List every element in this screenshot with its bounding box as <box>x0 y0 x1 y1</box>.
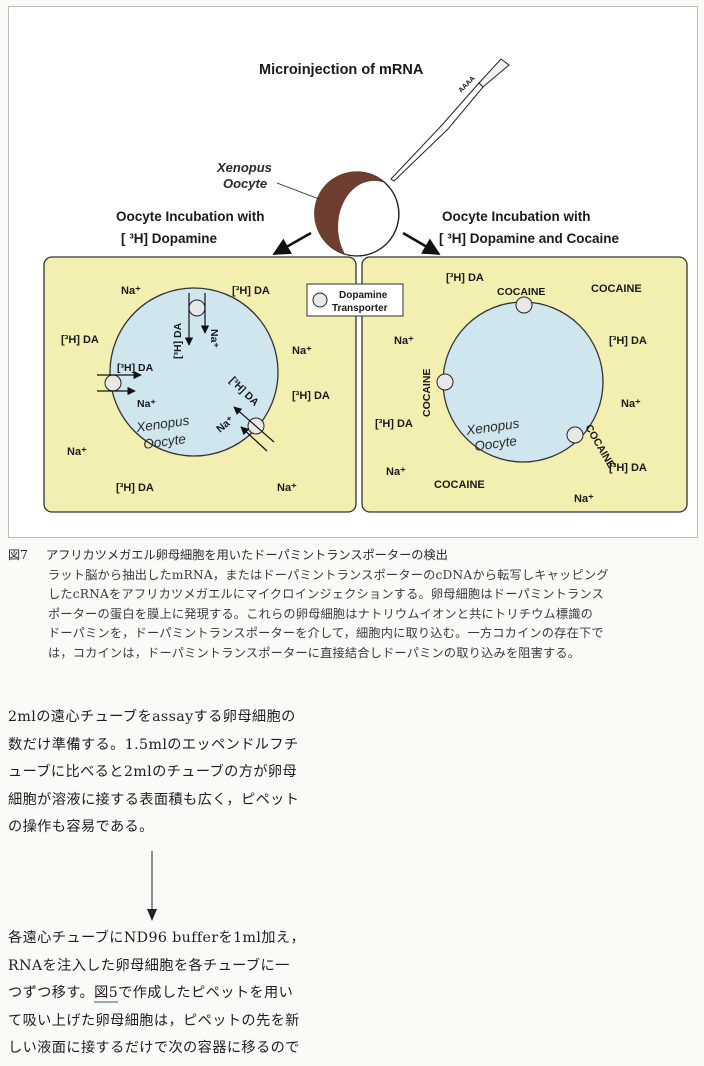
da-label: [³H] DA <box>116 482 154 494</box>
step-line: しい液面に接するだけで次の容器に移るので <box>8 1040 300 1056</box>
right-heading-line1: Oocyte Incubation with <box>442 209 591 224</box>
na-ion-label: Na⁺ <box>277 482 297 494</box>
figure-frame: Microinjection of mRNA AAAA Xenopus Oocy… <box>8 6 698 538</box>
left-heading-line1: Oocyte Incubation with <box>116 209 265 224</box>
oocyte-label-line1: Xenopus <box>216 160 272 175</box>
transporter-diagram: Microinjection of mRNA AAAA Xenopus Oocy… <box>43 58 688 513</box>
step-line: て吸い上げた卵母細胞は，ピペットの先を新 <box>8 1012 300 1029</box>
transporter-dot <box>104 374 122 392</box>
step-line: 数だけ準備する。1.5mlのエッペンドルフチ <box>8 736 299 753</box>
uptake-arrows-top <box>184 293 210 346</box>
step-line: 細胞が溶液に接する表面積も広く，ピペット <box>8 791 300 808</box>
da-label: [³H] DA <box>609 462 647 474</box>
caption-title: アフリカツメガエル卵母細胞を用いたドーパミントランスポーターの検出 <box>46 548 448 562</box>
da-label: [³H] DA <box>609 335 647 347</box>
cocaine-label: COCAINE <box>591 283 642 295</box>
figure-number: 図7 <box>8 548 28 562</box>
legend-line2: Transporter <box>332 303 388 314</box>
cocaine-label: COCAINE <box>421 369 433 417</box>
na-ion-label: Na⁺ <box>208 329 220 348</box>
caption-line: したcRNAをアフリカツメガエルにマイクロインジェクションする。卵母細胞はドーパ… <box>48 587 604 602</box>
step-line: つずつ移す。図5で作成したピペットを用い <box>8 980 328 1008</box>
step-line: 各遠心チューブにND96 bufferを1ml加え， <box>8 930 306 946</box>
na-ion-label: Na⁺ <box>621 398 641 410</box>
cocaine-label: COCAINE <box>434 479 485 491</box>
step-2-text: 各遠心チューブにND96 bufferを1ml加え， RNAを注入した卵母細胞を… <box>8 925 328 1063</box>
da-label: [³H] DA <box>172 322 184 359</box>
right-cell-label-line2: Oocyte <box>473 433 517 454</box>
legend-line1: Dopamine <box>339 290 388 301</box>
na-ion-label: Na⁺ <box>292 345 312 357</box>
na-ion-label: Na⁺ <box>386 466 406 478</box>
left-branch-arrow <box>272 231 312 256</box>
legend-transporter-dot <box>312 292 328 308</box>
legend: Dopamine Transporter <box>306 283 404 317</box>
transporter-dot <box>515 296 533 314</box>
right-heading-line2: [ ³H] Dopamine and Cocaine <box>439 231 620 246</box>
da-label: [³H] DA <box>61 334 99 346</box>
oocyte-label-line2: Oocyte <box>223 176 267 191</box>
figure-5-reference-link[interactable]: 図5 <box>94 985 119 1003</box>
caption-line: ドーパミンを，ドーパミントランスポーターを介して，細胞内に取り込む。一方コカイン… <box>48 626 604 641</box>
figure-title: Microinjection of mRNA <box>259 62 424 78</box>
na-ion-label: Na⁺ <box>121 285 141 297</box>
transporter-dot <box>188 299 206 317</box>
step-text: つずつ移す。 <box>8 985 95 1001</box>
step-1-text: 2mlの遠心チューブをassayする卵母細胞の 数だけ準備する。1.5mlのエッ… <box>8 704 328 842</box>
step-line: の操作も容易である。 <box>8 819 154 835</box>
transporter-dot <box>566 426 584 444</box>
uptake-arrows-left <box>97 370 142 396</box>
step-line: RNAを注入した卵母細胞を各チューブに一 <box>8 957 290 974</box>
caption-title-row: 図7 アフリカツメガエル卵母細胞を用いたドーパミントランスポーターの検出 <box>8 546 698 566</box>
caption-line: は，コカインは，ドーパミントランスポーターに直接結合しドーパミンの取り込みを阻害… <box>48 645 581 660</box>
da-label: [³H] DA <box>292 390 330 402</box>
na-ion-label: Na⁺ <box>574 493 594 505</box>
cocaine-label: COCAINE <box>497 286 545 298</box>
left-heading-line2: [ ³H] Dopamine <box>121 231 217 246</box>
caption-line: ポーターの蛋白を膜上に発現する。これらの卵母細胞はナトリウムイオンと共にトリチウ… <box>48 606 594 621</box>
caption-line: ラット脳から抽出したmRNA，またはドーパミントランスポーターのcDNAから転写… <box>48 567 609 582</box>
na-ion-label: Na⁺ <box>137 398 156 410</box>
left-cell-label-line2: Oocyte <box>142 431 186 452</box>
caption-body: ラット脳から抽出したmRNA，またはドーパミントランスポーターのcDNAから転写… <box>8 566 698 664</box>
step-text: で作成したピペットを用い <box>118 985 294 1001</box>
da-label: [³H] DA <box>446 272 484 284</box>
na-ion-label: Na⁺ <box>67 446 87 458</box>
step-line: ューブに比べると2mlのチューブの方が卵母 <box>8 764 298 780</box>
oocyte-label-leader <box>276 182 320 200</box>
right-branch-arrow <box>402 231 441 256</box>
oocyte-sphere <box>314 171 400 257</box>
da-label: [³H] DA <box>232 285 270 297</box>
transporter-dot <box>436 373 454 391</box>
flow-down-arrow <box>147 851 157 921</box>
na-ion-label: Na⁺ <box>394 335 414 347</box>
da-label: [³H] DA <box>117 362 154 374</box>
step-line: 2mlの遠心チューブをassayする卵母細胞の <box>8 709 296 725</box>
uptake-arrows-right <box>233 406 275 452</box>
figure-caption: 図7 アフリカツメガエル卵母細胞を用いたドーパミントランスポーターの検出 ラット脳… <box>8 546 698 664</box>
da-label: [³H] DA <box>375 418 413 430</box>
